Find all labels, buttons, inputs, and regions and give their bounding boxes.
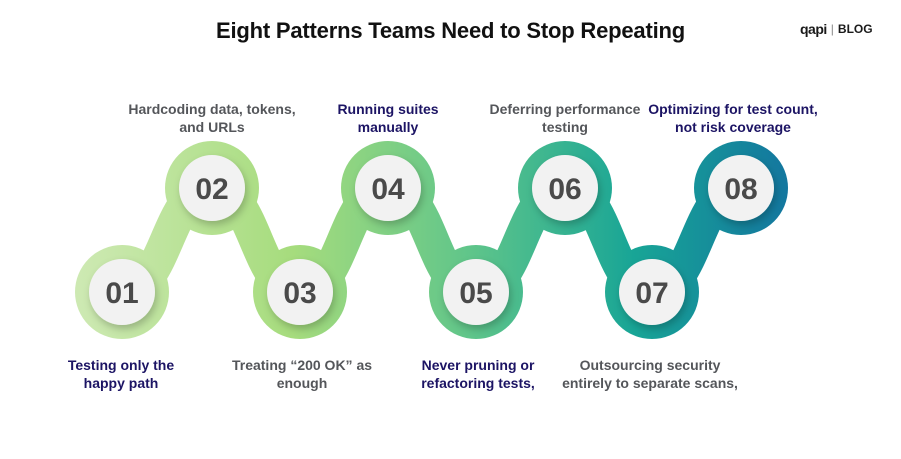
step-number-06: 06 <box>548 173 581 206</box>
step-circle-face <box>89 259 155 325</box>
step-circle-face <box>179 155 245 221</box>
step-circle-06: 06 <box>532 155 598 221</box>
step-label-line: refactoring tests, <box>421 375 535 391</box>
step-label-line: Outsourcing security <box>579 357 721 373</box>
step-circle-face <box>267 259 333 325</box>
step-label-07: Outsourcing security entirely to separate… <box>555 356 745 392</box>
step-circle-04: 04 <box>355 155 421 221</box>
step-number-04: 04 <box>371 173 405 206</box>
step-label-line: Running suites <box>337 101 439 117</box>
step-label-line: testing <box>542 119 588 135</box>
step-label-04: Running suites manually <box>293 100 483 136</box>
step-label-05: Never pruning or refactoring tests, <box>383 356 573 392</box>
step-label-08: Optimizing for test count, not risk cover… <box>638 100 828 136</box>
step-number-03: 03 <box>283 277 316 310</box>
step-circle-03: 03 <box>267 259 333 325</box>
step-label-02: Hardcoding data, tokens, and URLs <box>117 100 307 136</box>
step-number-01: 01 <box>105 277 138 310</box>
brand-separator: | <box>830 22 834 36</box>
step-circle-08: 08 <box>708 155 774 221</box>
brand-logo-mark: qapi <box>800 21 827 37</box>
step-number-07: 07 <box>635 277 668 310</box>
step-label-03: Treating “200 OK” as enough <box>207 356 397 392</box>
step-circle-face <box>708 155 774 221</box>
step-circle-05: 05 <box>443 259 509 325</box>
step-circle-face <box>532 155 598 221</box>
step-label-line: entirely to separate scans, <box>562 375 738 391</box>
step-label-line: Testing only the <box>67 357 175 373</box>
step-circle-face <box>355 155 421 221</box>
brand-logo[interactable]: qapi | BLOG <box>800 20 873 38</box>
step-circle-07: 07 <box>619 259 685 325</box>
step-label-line: manually <box>357 119 419 135</box>
step-label-line: Hardcoding data, tokens, <box>128 101 296 117</box>
step-label-line: Deferring performance <box>489 101 641 117</box>
step-label-line: and URLs <box>179 119 245 135</box>
step-number-08: 08 <box>724 173 757 206</box>
step-label-01: Testing only the happy path <box>26 356 216 392</box>
page-title: Eight Patterns Teams Need to Stop Repeat… <box>216 18 685 43</box>
step-circle-02: 02 <box>179 155 245 221</box>
step-number-05: 05 <box>459 277 492 310</box>
step-label-line: enough <box>276 375 328 391</box>
step-label-06: Deferring performance testing <box>470 100 660 136</box>
step-circle-face <box>619 259 685 325</box>
step-label-line: not risk coverage <box>675 119 791 135</box>
step-label-line: happy path <box>83 375 159 391</box>
step-circle-face <box>443 259 509 325</box>
step-circle-01: 01 <box>89 259 155 325</box>
step-label-line: Optimizing for test count, <box>648 101 818 117</box>
brand-name: BLOG <box>837 22 873 36</box>
step-label-line: Treating “200 OK” as <box>231 357 373 373</box>
step-number-02: 02 <box>195 173 228 206</box>
step-label-line: Never pruning or <box>421 357 535 373</box>
